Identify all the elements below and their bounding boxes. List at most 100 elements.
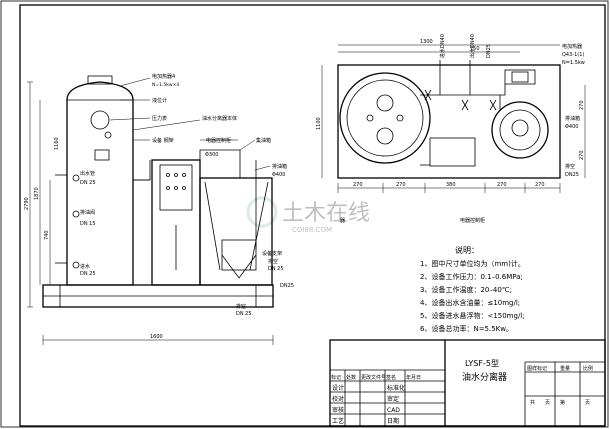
pressure-gauge-box [94, 149, 110, 161]
note-item: 6、设备总功率：N=5.5Kw。 [420, 324, 513, 333]
side-control-box [429, 137, 476, 167]
tb-design: 设计 [332, 384, 344, 392]
note-item: 1、图中尺寸单位均为（mm)计。 [420, 259, 525, 268]
side-label-drain-dn: DN25 [565, 172, 579, 178]
label-pressure-gauge: 压力表 [152, 115, 167, 122]
label-oil-box: 排油箱 [272, 163, 287, 170]
front-view: 电加热器4 N=1.5kw×4 液位计 压力表 油水分离器本体 设备 钢架 电器… [24, 73, 294, 345]
label-drain-oil: 排油阀 [80, 209, 95, 216]
tb-review: 审核 [332, 406, 344, 414]
side-heater [504, 69, 536, 85]
dim-h3: 740 [44, 230, 50, 240]
inner-border [19, 4, 606, 427]
note-item: 4、设备出水含油量：≤10mg/l; [420, 298, 520, 307]
side-dim-left: 1100 [316, 117, 322, 130]
label-drain: 排空 [268, 258, 278, 265]
side-dim-b5: 270 [535, 182, 545, 188]
notes-title: 说明： [455, 245, 479, 255]
title-block: 标记 处数 更改文件号 签名 年月日 设计 标准化 校对 审定 审核 CAD 工… [329, 339, 606, 427]
label-drain3-dn: DN 25 [236, 311, 252, 317]
watermark-main: 土木在线 [282, 201, 370, 226]
dim-h4: 1160 [54, 137, 60, 150]
label-phi300: Φ300 [205, 152, 218, 158]
tb-right-mark: 图样标记 [527, 365, 547, 372]
tb-process: 工艺 [332, 417, 344, 425]
side-label-oil-tank: 排油箱 [565, 115, 580, 122]
note-item: 5、设备进水悬浮物：<150mg/l; [420, 311, 525, 320]
side-label-heater-spec: Q43-1(1) [562, 52, 584, 58]
side-large-vessel [339, 72, 431, 164]
side-label-sample: DN25 [486, 44, 492, 58]
side-base-frame [337, 64, 561, 179]
tb-header-docno: 更改文件号 [361, 374, 386, 381]
label-separator-body: 油水分离器本体 [202, 115, 237, 122]
label-inlet: 进水 [80, 263, 90, 270]
side-dim-top1: 1300 [420, 39, 433, 45]
dim-h1: 2790 [24, 197, 30, 210]
separator-vessel [66, 81, 134, 286]
tb-page: 页 [585, 400, 590, 406]
tb-pages: 页 [545, 400, 550, 406]
label-drain-dn: DN 15 [80, 221, 96, 227]
label-drain-dn: DN 25 [268, 266, 284, 272]
side-label-control2: 器 [340, 218, 345, 224]
tb-header-date: 年月日 [406, 374, 421, 381]
side-label-heater-power: N=1.5kw [562, 60, 585, 66]
watermark-sub: COI88.COM [292, 226, 332, 234]
drawing-model: LYSF-5型 [465, 359, 499, 368]
side-dim-b4: 270 [497, 182, 507, 188]
side-label-control: 电器控制柜 [460, 217, 485, 224]
tb-header-count: 处数 [346, 374, 356, 381]
side-label-heater: 电加热器 [562, 43, 582, 50]
label-recycle: 设备支架 [262, 250, 282, 257]
dim-h2: 1870 [34, 187, 40, 200]
side-dim-b2: 270 [396, 182, 406, 188]
manhole [90, 110, 110, 130]
tb-total: 共 [530, 399, 535, 406]
side-view: 进水DN40 出水DN40 DN25 电加热器 Q43-1(1) N=1.5kw… [316, 34, 586, 224]
note-item: 3、设备工作温度：20–40℃; [420, 285, 512, 294]
tb-header-mark: 标记 [331, 374, 341, 381]
label-level-gauge: 液位计 [152, 97, 167, 104]
label-recycle-dn: DN25 [280, 283, 294, 289]
tb-standard: 标准化 [387, 384, 405, 392]
side-label-oil-tank-dia: Φ400 [565, 124, 578, 130]
dim-width: 1600 [150, 334, 163, 340]
label-equipment-base: 设备 钢架 [152, 137, 174, 144]
tb-right-weight: 重量 [560, 365, 570, 372]
notes: 说明： 1、图中尺寸单位均为（mm)计。 2、设备工作压力：0.1–0.6MPa… [420, 245, 525, 333]
side-dim-top2: 750 [470, 46, 480, 52]
tb-date: 日期 [387, 417, 399, 425]
side-label-drain: 排空 [565, 163, 575, 170]
tb-approve: 审定 [387, 395, 399, 403]
label-filter: 集油箱 [256, 137, 271, 144]
heater-top [87, 75, 113, 85]
filter-tank [199, 177, 273, 286]
note-item: 2、设备工作压力：0.1–0.6MPa; [420, 272, 523, 281]
tb-cad: CAD [387, 407, 400, 414]
label-outlet-dn: DN 25 [80, 180, 96, 186]
side-label-outlet: 出水DN40 [469, 34, 476, 58]
tb-check: 校对 [332, 395, 344, 403]
side-dim-b1: 270 [353, 182, 363, 188]
label-heater-spec: N=1.5kw×4 [152, 82, 179, 88]
drawing-name: 油水分离器 [462, 371, 507, 383]
label-oil-box-dia: Φ400 [272, 172, 285, 178]
label-drain3: 排空 [236, 303, 246, 310]
watermark: 土木在线 COI88.COM [246, 196, 370, 234]
label-control-cabinet: 电器控制柜 [206, 137, 231, 144]
tb-page-no: 第 [560, 399, 565, 406]
side-small-vessel [491, 101, 549, 159]
side-label-inlet: 进水DN40 [439, 34, 446, 58]
tb-header-sign: 签名 [386, 374, 396, 381]
side-dim-r2: 270 [579, 150, 585, 160]
label-inlet-dn: DN 25 [80, 271, 96, 277]
side-dim-r1: 270 [579, 100, 585, 110]
tb-right-scale: 比例 [583, 365, 593, 372]
label-electric-heater: 电加热器4 [152, 73, 175, 80]
label-outlet-pipe: 出水管 [80, 170, 95, 177]
side-dim-b3: 380 [446, 182, 456, 188]
